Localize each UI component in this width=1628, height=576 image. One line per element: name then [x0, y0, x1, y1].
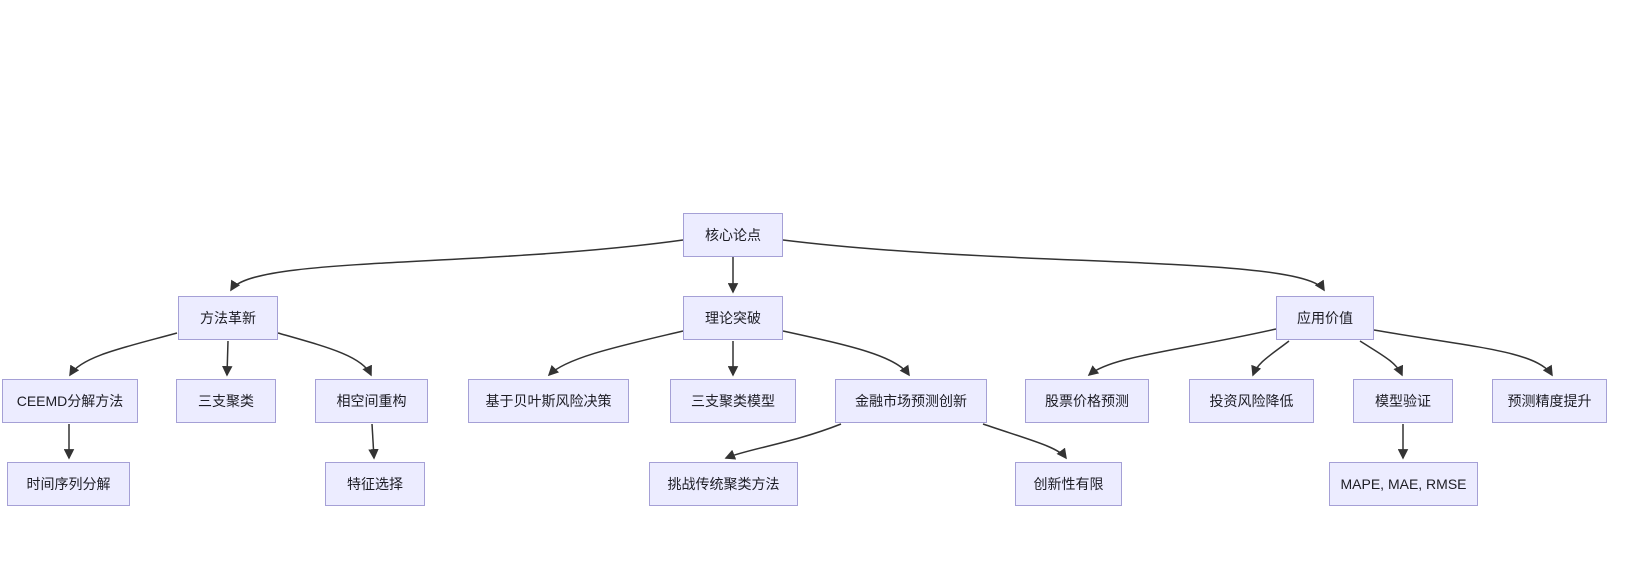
- edge-finance-challenge: [724, 423, 842, 460]
- node-twc-model: 三支聚类模型: [670, 379, 796, 423]
- node-theory: 理论突破: [683, 296, 783, 340]
- edge-method-ceemd: [69, 332, 178, 377]
- edge-application-risk: [1251, 340, 1290, 377]
- edge-application-accuracy: [1373, 329, 1553, 377]
- edge-core-method: [230, 239, 684, 292]
- node-core: 核心论点: [683, 213, 783, 257]
- edge-theory-bayes: [547, 330, 684, 377]
- node-bayes: 基于贝叶斯风险决策: [468, 379, 629, 423]
- node-accuracy: 预测精度提升: [1492, 379, 1607, 423]
- edge-method-threeway: [222, 340, 233, 377]
- node-application: 应用价值: [1276, 296, 1374, 340]
- edge-theory-finance: [782, 330, 910, 377]
- edge-core-application: [782, 239, 1325, 292]
- edge-application-validation: [1359, 340, 1404, 377]
- node-risk: 投资风险降低: [1189, 379, 1314, 423]
- node-method: 方法革新: [178, 296, 278, 340]
- edge-phasespace-feature: [368, 423, 379, 460]
- node-stock: 股票价格预测: [1025, 379, 1149, 423]
- edge-method-phasespace: [277, 332, 372, 377]
- node-limited: 创新性有限: [1015, 462, 1122, 506]
- edge-application-stock: [1087, 328, 1277, 377]
- edge-finance-limited: [982, 423, 1067, 460]
- node-metrics: MAPE, MAE, RMSE: [1329, 462, 1478, 506]
- node-validation: 模型验证: [1353, 379, 1453, 423]
- node-finance: 金融市场预测创新: [835, 379, 987, 423]
- node-ceemd: CEEMD分解方法: [2, 379, 138, 423]
- node-time-series: 时间序列分解: [7, 462, 130, 506]
- node-phase-space: 相空间重构: [315, 379, 428, 423]
- node-challenge: 挑战传统聚类方法: [649, 462, 798, 506]
- node-feature: 特征选择: [325, 462, 425, 506]
- node-three-way: 三支聚类: [176, 379, 276, 423]
